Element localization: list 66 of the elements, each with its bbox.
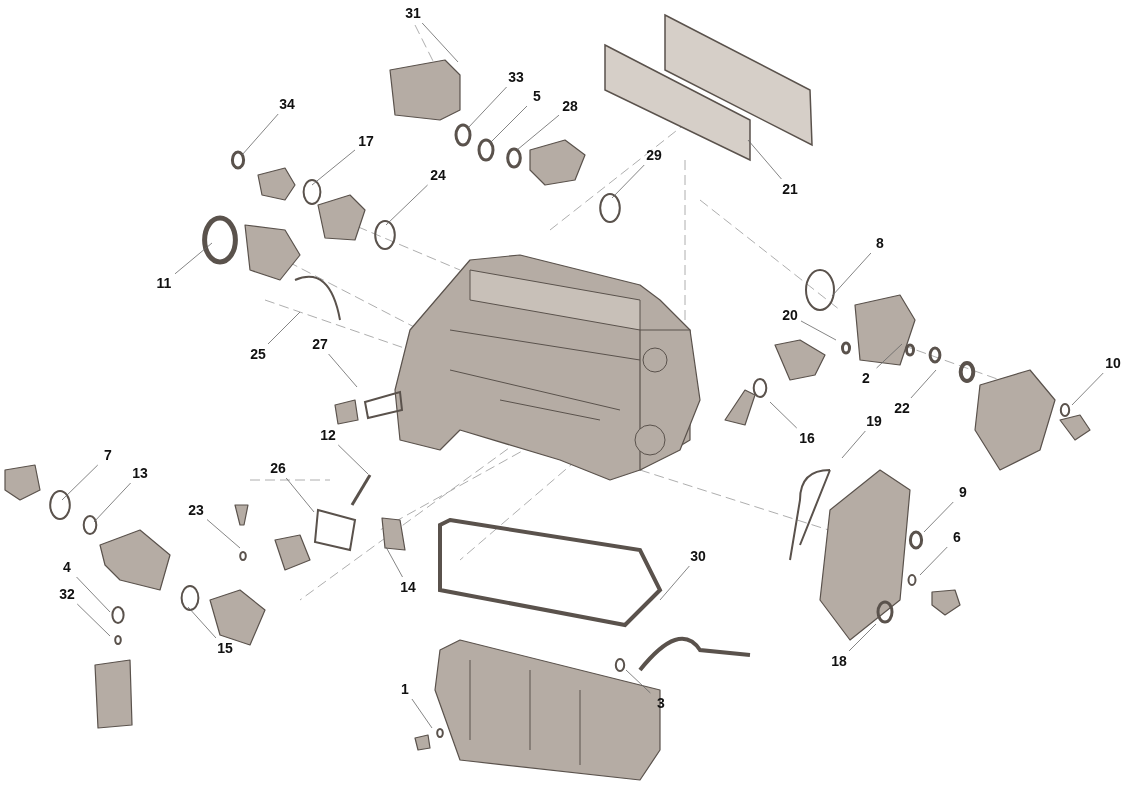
- callout-number: 14: [399, 579, 417, 595]
- leader-line: [421, 22, 459, 63]
- callout-number: 27: [311, 336, 329, 352]
- leader-line: [919, 546, 948, 576]
- leader-line: [61, 464, 99, 501]
- leader-line: [923, 501, 954, 533]
- leader-line: [311, 149, 356, 186]
- callout-number: 8: [875, 235, 885, 251]
- leader-line: [489, 105, 528, 144]
- leader-line: [411, 698, 433, 729]
- leader-line: [467, 86, 507, 129]
- callout-number: 31: [404, 5, 422, 21]
- callout-number: 1: [400, 681, 410, 697]
- callout-number: 30: [689, 548, 707, 564]
- leader-line: [187, 606, 217, 639]
- leader-line: [1071, 372, 1104, 406]
- leader-line: [516, 114, 560, 151]
- callout-number: 11: [155, 275, 173, 291]
- callout-number: 34: [278, 96, 296, 112]
- callout-number: 3: [656, 695, 666, 711]
- callout-number: 33: [507, 69, 525, 85]
- callout-number: 32: [58, 586, 76, 602]
- callout-number: 29: [645, 147, 663, 163]
- leader-line: [659, 565, 690, 601]
- leader-line: [385, 546, 403, 578]
- callout-number: 10: [1104, 355, 1122, 371]
- callout-number: 6: [952, 529, 962, 545]
- callout-number: 16: [798, 430, 816, 446]
- leader-line: [747, 139, 782, 180]
- leader-line: [93, 482, 131, 523]
- leader-line: [76, 603, 111, 637]
- callout-number: 18: [830, 653, 848, 669]
- callout-number: 13: [131, 465, 149, 481]
- callout-number: 20: [781, 307, 799, 323]
- leader-line: [385, 184, 428, 226]
- callout-number: 19: [865, 413, 883, 429]
- callout-number: 23: [187, 502, 205, 518]
- leader-line: [206, 519, 241, 549]
- leader-line: [611, 164, 645, 199]
- callout-number: 28: [561, 98, 579, 114]
- callout-number: 2: [861, 370, 871, 386]
- leader-line: [241, 113, 279, 156]
- leader-line: [831, 252, 872, 297]
- callout-number: 4: [62, 559, 72, 575]
- callout-number: 26: [269, 460, 287, 476]
- callout-number: 15: [216, 640, 234, 656]
- callout-number: 9: [958, 484, 968, 500]
- leader-line: [285, 477, 315, 513]
- leader-line: [848, 623, 877, 652]
- callout-number: 24: [429, 167, 447, 183]
- callout-number: 7: [103, 447, 113, 463]
- leader-line: [337, 444, 369, 475]
- callout-number: 22: [893, 400, 911, 416]
- callout-number: 12: [319, 427, 337, 443]
- callout-number: 25: [249, 346, 267, 362]
- leader-line: [76, 576, 111, 613]
- leader-line: [910, 369, 937, 399]
- callout-number: 17: [357, 133, 375, 149]
- callout-number: 5: [532, 88, 542, 104]
- leader-line: [328, 353, 358, 388]
- leader-line: [800, 320, 837, 341]
- leader-line: [174, 242, 213, 275]
- leader-line: [841, 430, 866, 459]
- leader-line: [769, 401, 798, 429]
- leader-line: [267, 311, 301, 345]
- callout-number: 21: [781, 181, 799, 197]
